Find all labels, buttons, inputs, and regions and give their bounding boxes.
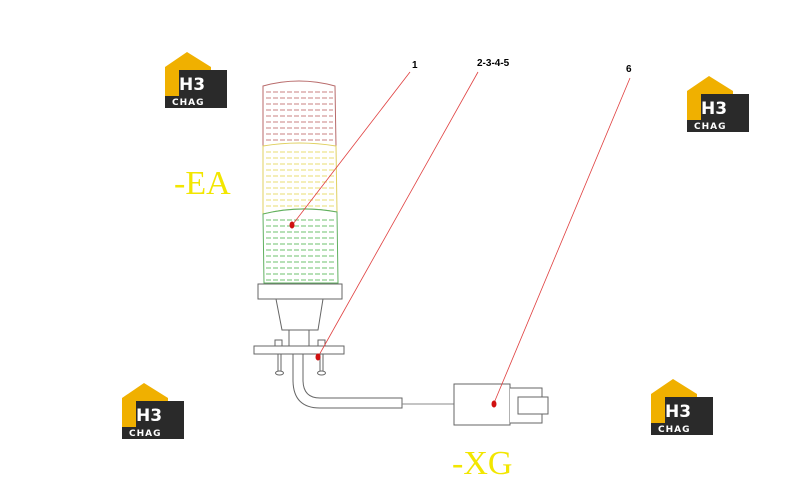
red-lamp-section xyxy=(262,80,337,147)
tower-neck xyxy=(275,298,324,331)
mount-plate xyxy=(253,345,345,355)
callout-1: 1 xyxy=(412,60,418,71)
tag-xg: -XG xyxy=(452,445,512,482)
leader-lines xyxy=(292,71,631,404)
watermark-logo: H3 CHAG xyxy=(651,379,713,435)
logo-top-text: H3 xyxy=(136,406,162,426)
tag-ea: -EA xyxy=(174,165,231,202)
cable xyxy=(292,353,403,409)
logo-bottom-text: CHAG xyxy=(658,425,691,435)
green-lamp-section xyxy=(262,208,339,284)
watermark-logo: H3 CHAG xyxy=(687,76,749,132)
mount-bracket-stem xyxy=(288,329,310,347)
logo-top-text: H3 xyxy=(701,99,727,119)
watermark-logo: H3 CHAG xyxy=(165,52,227,108)
connector-plug xyxy=(453,383,549,426)
logo-bottom-text: CHAG xyxy=(694,122,727,132)
signal-tower xyxy=(253,80,454,409)
watermark-logo: H3 CHAG xyxy=(122,383,184,439)
logo-top-text: H3 xyxy=(665,402,691,422)
yellow-lamp-section xyxy=(262,142,338,215)
logo-top-text: H3 xyxy=(179,75,205,95)
logo-bottom-text: CHAG xyxy=(172,98,205,108)
callout-6: 6 xyxy=(626,64,632,75)
leader-dots xyxy=(289,221,497,408)
tower-base xyxy=(257,283,343,300)
callout-2-3-4-5: 2-3-4-5 xyxy=(477,58,510,69)
logo-bottom-text: CHAG xyxy=(129,429,162,439)
